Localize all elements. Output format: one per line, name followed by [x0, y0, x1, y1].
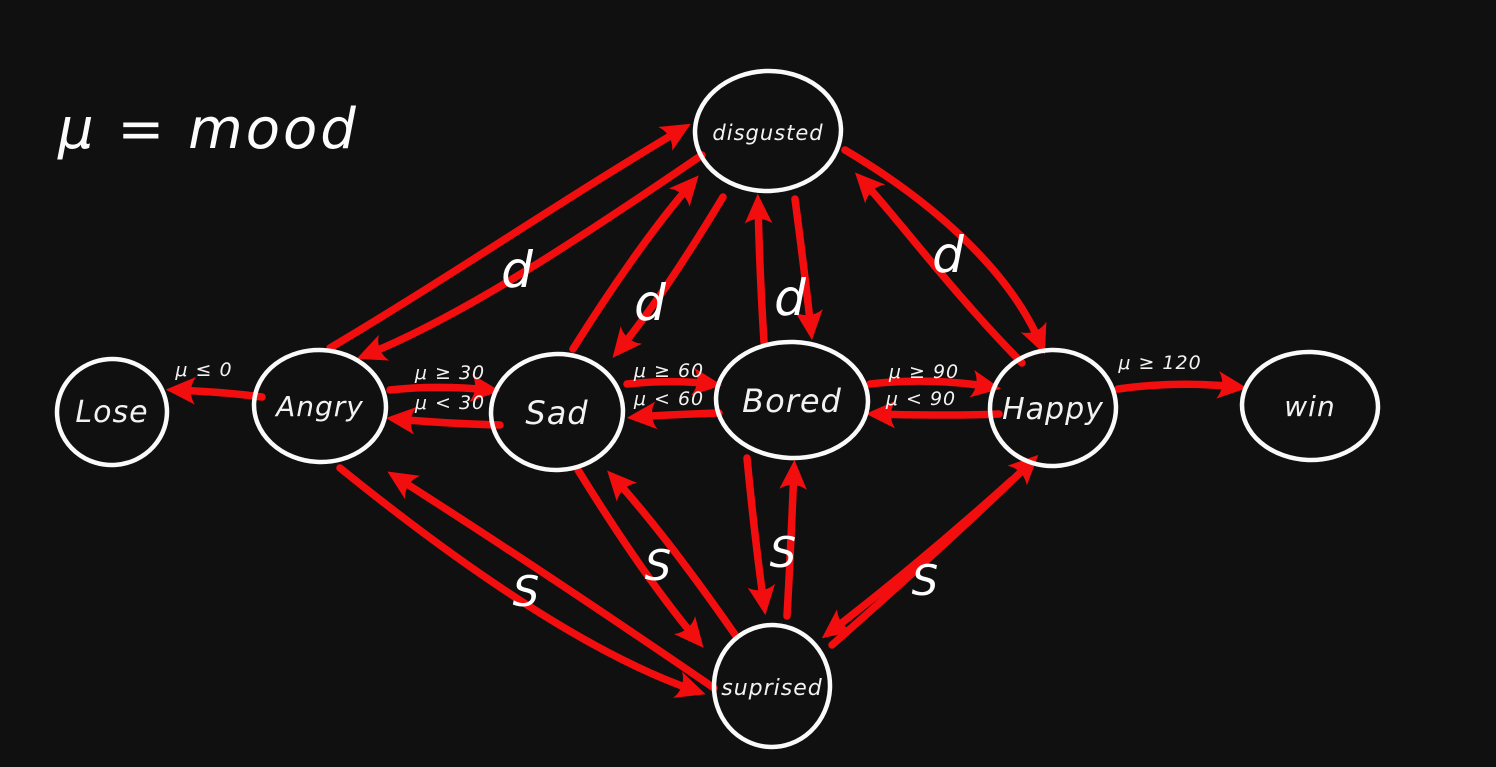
state-circle-sad	[488, 351, 626, 473]
edge-angry-to-lose	[165, 376, 266, 405]
state-node-angry: Angry	[251, 347, 389, 465]
trigger-label-s-angry: S	[513, 567, 540, 616]
state-label-angry: Angry	[274, 390, 364, 423]
state-node-disgusted: disgusted	[692, 68, 844, 194]
edge-happy-to-disgusted	[854, 172, 1026, 367]
edge-disgusted-to-sad	[612, 193, 727, 358]
edge-bored-to-disgusted	[744, 193, 773, 346]
edge-angry-to-disgusted	[326, 123, 691, 352]
trigger-label-s-bored: S	[770, 528, 797, 577]
edge-happy-to-win	[1114, 371, 1248, 399]
state-label-suprised: suprised	[721, 676, 823, 701]
edge-label-mu-ge-60: μ ≥ 60	[633, 360, 704, 382]
legend-mu-equals-mood: μ = mood	[57, 97, 359, 162]
state-label-disgusted: disgusted	[712, 121, 823, 145]
state-node-happy: Happy	[987, 347, 1119, 469]
trigger-label-s-happy: S	[912, 556, 939, 605]
state-node-lose: Lose	[54, 356, 170, 468]
trigger-label-d-bored: d	[774, 269, 806, 327]
trigger-label-s-sad: S	[645, 541, 672, 590]
state-label-win: win	[1284, 390, 1335, 423]
edge-angry-to-suprised	[336, 464, 706, 698]
state-circle-win	[1239, 349, 1381, 463]
state-node-suprised: suprised	[711, 622, 833, 750]
edge-sad-to-disgusted	[569, 175, 699, 353]
edge-suprised-to-angry	[387, 471, 718, 692]
edge-label-mu-ge-90: μ ≥ 90	[888, 361, 959, 383]
edges-chain	[165, 367, 1248, 435]
condition-labels: μ ≤ 0 μ ≥ 30 μ < 30 μ ≥ 60 μ < 60 μ ≥ 90…	[174, 352, 1201, 414]
state-label-happy: Happy	[1002, 392, 1104, 427]
edge-label-mu-lt-60: μ < 60	[633, 388, 704, 410]
edge-sad-to-bored	[623, 367, 723, 396]
state-circle-happy	[987, 347, 1119, 469]
edge-label-mu-ge-30: μ ≥ 30	[414, 362, 485, 384]
edge-bored-to-suprised	[743, 454, 776, 616]
edge-label-mu-le-0: μ ≤ 0	[174, 359, 232, 381]
edges-disgusted	[326, 123, 1047, 367]
state-label-sad: Sad	[525, 394, 588, 432]
edge-sad-to-suprised	[574, 466, 704, 648]
edge-angry-to-sad	[386, 374, 501, 402]
state-circle-suprised	[711, 622, 833, 750]
trigger-label-d-sad: d	[634, 274, 666, 332]
edges-suprised	[336, 454, 1039, 698]
edge-disgusted-to-bored	[791, 195, 823, 341]
trigger-label-d-angry: d	[501, 241, 533, 299]
edge-suprised-to-bored	[779, 459, 807, 620]
state-circle-disgusted	[692, 68, 844, 194]
edge-label-mu-ge-120: μ ≥ 120	[1117, 352, 1201, 374]
state-circle-lose	[54, 356, 170, 468]
edge-happy-to-bored	[865, 400, 1003, 429]
state-node-sad: Sad	[488, 351, 626, 473]
state-label-bored: Bored	[742, 382, 842, 420]
surprise-trigger-labels: S S S S	[513, 528, 939, 616]
edge-label-mu-lt-30: μ < 30	[414, 392, 485, 414]
state-circle-angry	[251, 347, 389, 465]
edge-bored-to-sad	[626, 401, 723, 430]
edge-disgusted-to-happy	[841, 146, 1047, 355]
edge-suprised-to-happy	[828, 454, 1039, 649]
state-node-bored: Bored	[713, 339, 871, 461]
edge-sad-to-angry	[385, 407, 504, 435]
trigger-label-d-happy: d	[932, 226, 964, 284]
edge-bored-to-happy	[866, 370, 1002, 398]
edge-label-mu-lt-90: μ < 90	[885, 388, 956, 410]
edge-disgusted-to-angry	[356, 151, 706, 361]
edge-suprised-to-sad	[607, 470, 740, 640]
state-node-win: win	[1239, 349, 1381, 463]
state-circle-bored	[713, 339, 871, 461]
disgust-trigger-labels: d d d d	[501, 226, 964, 332]
state-label-lose: Lose	[75, 395, 148, 430]
